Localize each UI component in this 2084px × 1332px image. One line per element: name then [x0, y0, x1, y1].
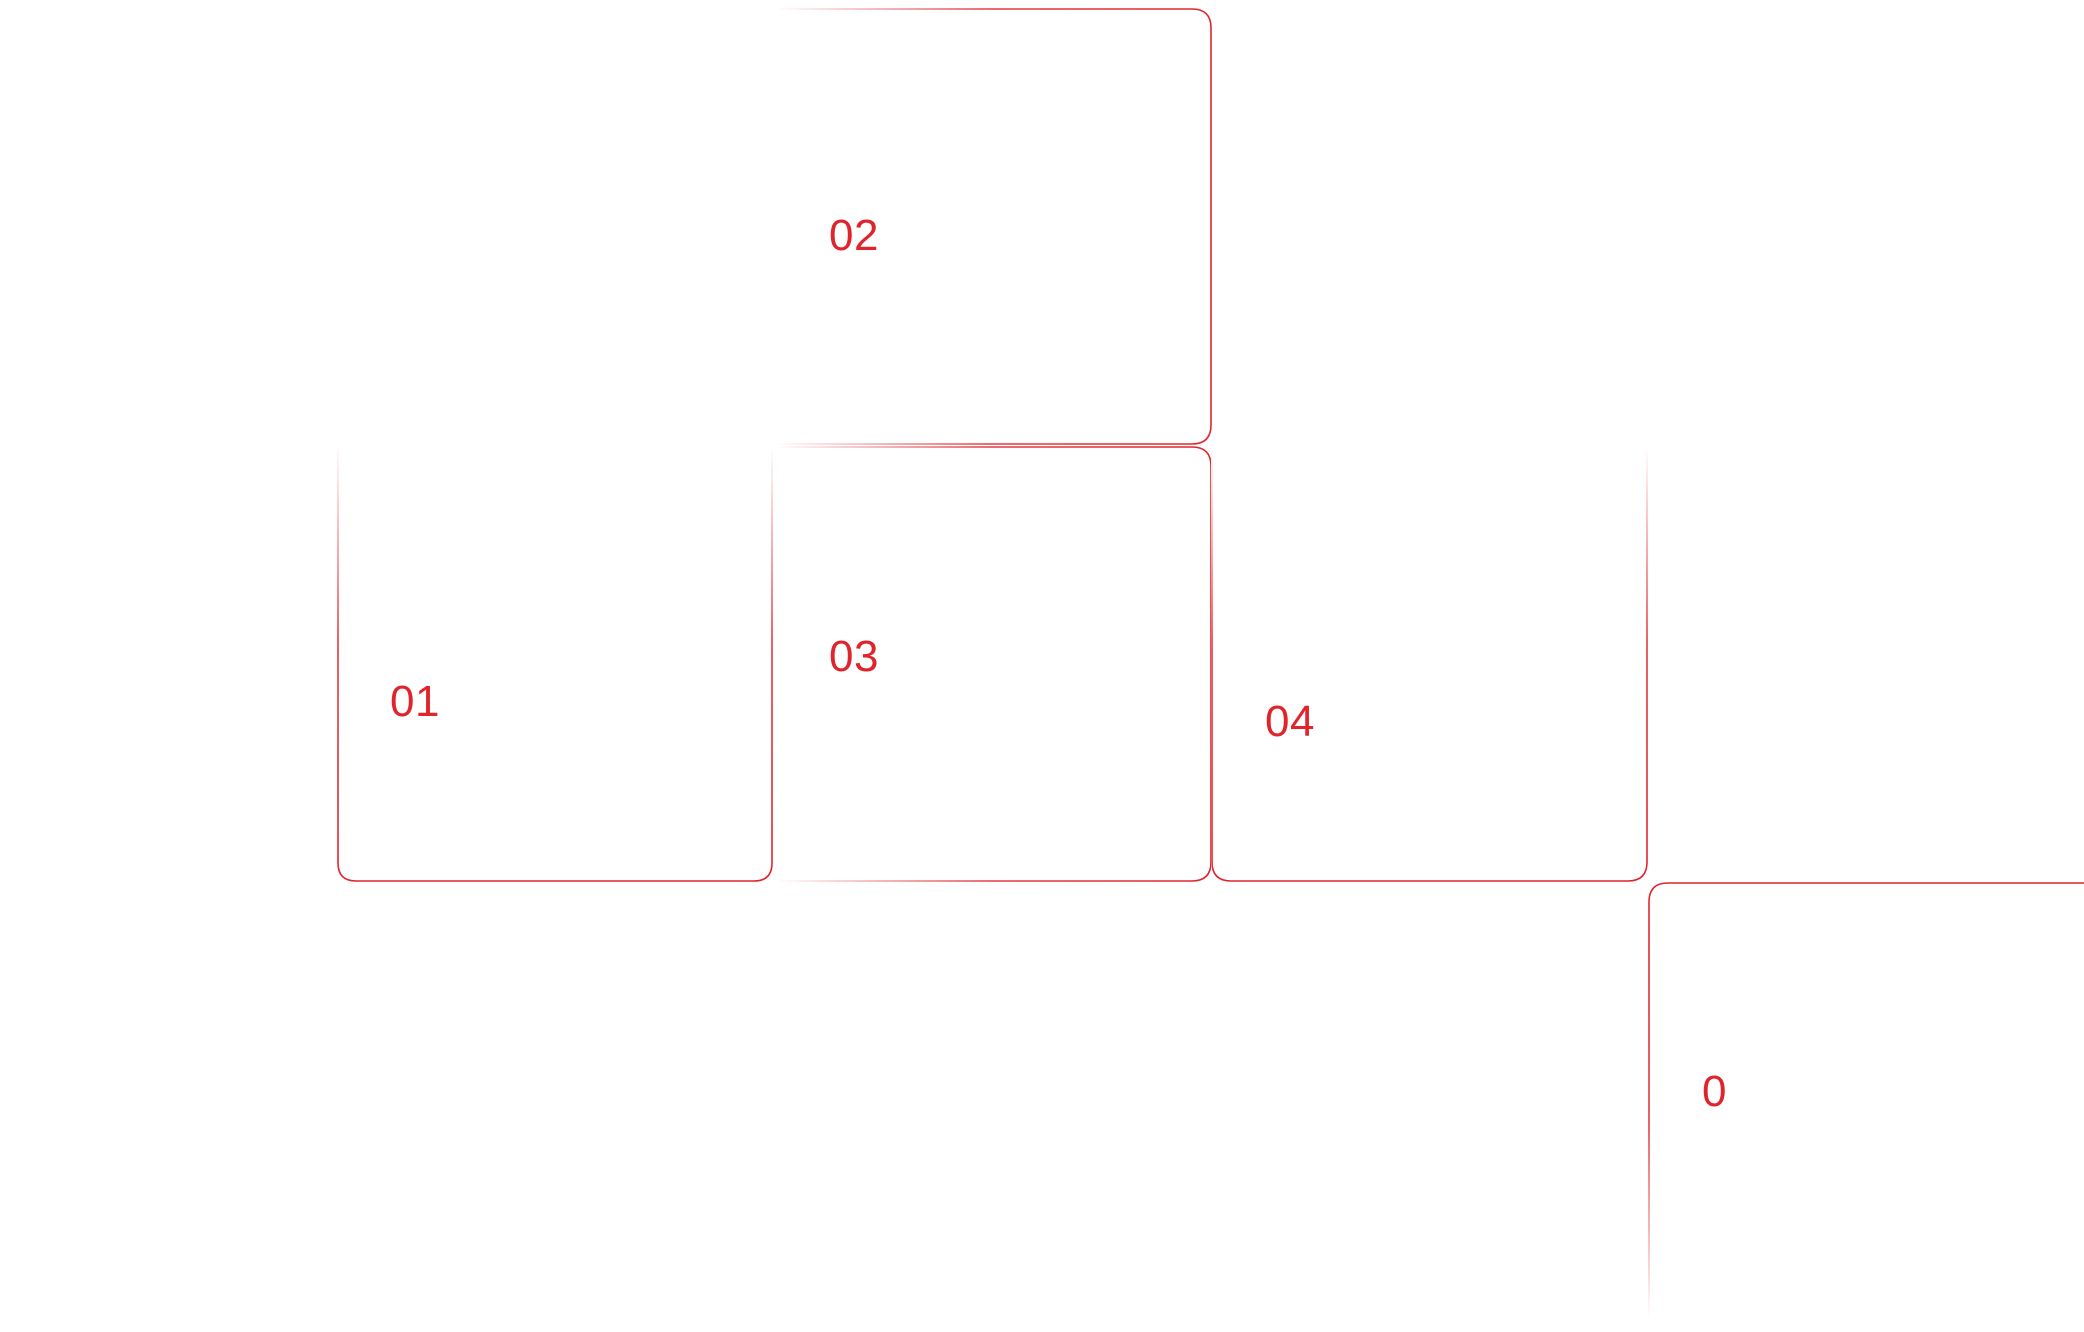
card-03-number: 03: [829, 632, 879, 681]
card-03: 03: [775, 446, 1212, 882]
card-04-number: 04: [1265, 697, 1315, 746]
card-01-outline: [337, 447, 773, 882]
card-02: 02: [775, 8, 1212, 445]
card-05-outline: [1648, 882, 2084, 1318]
card-04: 04: [1211, 446, 1648, 882]
card-05-number: 0: [1702, 1067, 1727, 1116]
card-05: 0: [1648, 882, 2084, 1318]
card-01: 01: [337, 446, 773, 882]
card-01-number: 01: [390, 677, 440, 726]
card-04-outline: [1211, 447, 1648, 882]
card-02-outline: [775, 8, 1212, 445]
card-02-number: 02: [829, 211, 879, 260]
cards-canvas: 01 02 03: [337, 8, 2084, 1318]
